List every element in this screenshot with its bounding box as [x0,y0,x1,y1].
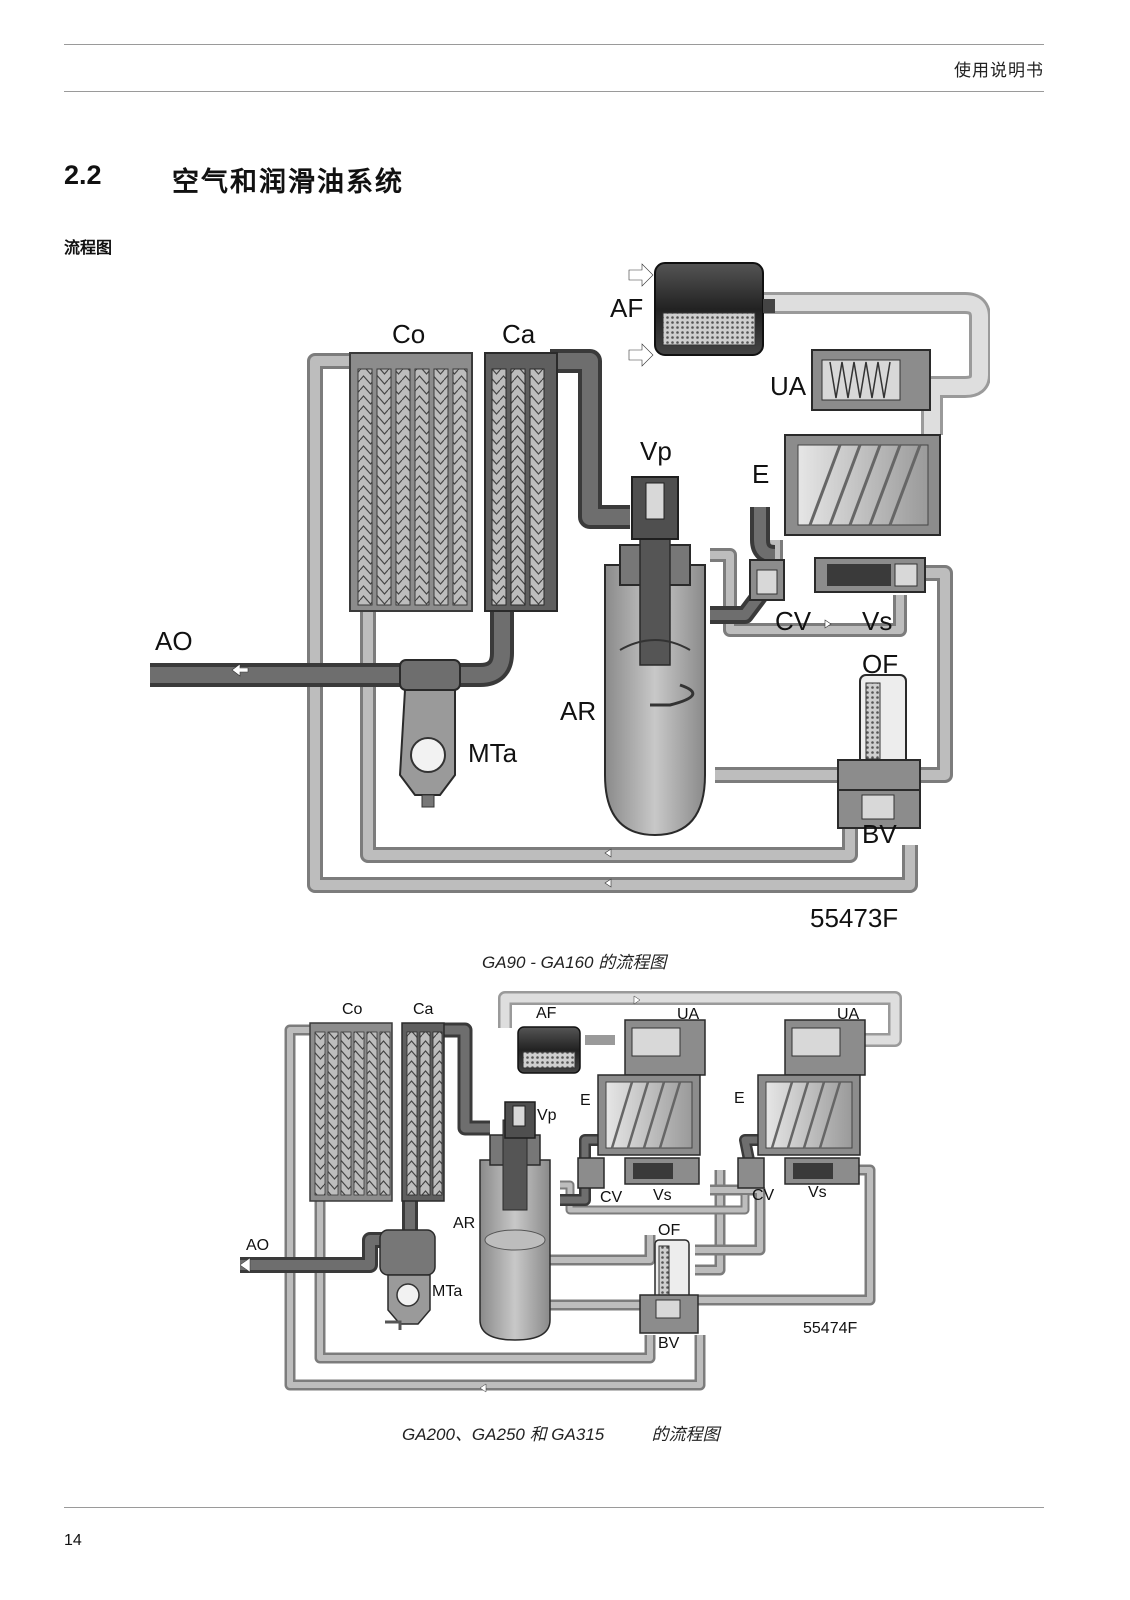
flow-diagram-ga90-ga160: AF Co Ca UA Vp E AO CV Vs OF AR MTa BV 5… [150,262,990,933]
min-pressure-valve-vp [631,476,679,540]
min-pressure-valve-vp-2 [504,1101,536,1139]
label-cv: CV [775,606,812,636]
label-vp: Vp [640,436,672,466]
label2-cv2: CV [752,1187,775,1204]
figure2-caption: GA200、GA250 和 GA315 的流程图 [402,1425,720,1444]
label2-af: AF [536,1005,557,1022]
compression-element-e [784,434,941,536]
moisture-trap-mta-2 [379,1229,436,1330]
air-cooler-ca-2 [401,1022,445,1202]
section-number: 2.2 [64,160,102,190]
moisture-trap-mta [398,659,461,808]
footer-rule [64,1507,1044,1508]
label2-vp: Vp [537,1107,557,1124]
figure1-code: 55473F [810,903,898,933]
label-e: E [752,459,769,489]
compressor-stage-1 [577,1019,706,1189]
label2-ca: Ca [413,1001,434,1018]
label-vs: Vs [862,606,892,636]
compressor-stage-2 [737,1019,866,1189]
label-ua: UA [770,371,807,401]
label-mta: MTa [468,738,518,768]
label2-of: OF [658,1222,680,1239]
label2-e1: E [580,1092,591,1109]
bypass-valve-bv [837,789,921,829]
figure1-labels: AF Co Ca UA Vp E AO CV Vs OF AR MTa BV 5… [155,293,898,933]
page-number: 14 [64,1532,82,1549]
label-of: OF [862,649,898,679]
label2-ua1: UA [677,1006,700,1023]
header-top-rule [64,44,1044,45]
flow-diagram-ga200-ga315: Co Ca AF UA UA Vp E E AO AR CV Vs CV Vs … [240,991,902,1393]
label2-vs1: Vs [653,1187,672,1204]
figure1-caption: GA90 - GA160 的流程图 [482,953,667,972]
label2-vs2: Vs [808,1184,827,1201]
label2-mta: MTa [432,1283,462,1300]
oil-filter-of [837,674,921,791]
air-pipes [150,349,776,687]
bypass-valve-bv-2 [639,1294,699,1334]
label2-ao: AO [246,1237,269,1254]
section-title: 空气和润滑油系统 [172,167,404,197]
figure2-code: 55474F [803,1320,857,1337]
air-filter-af-2 [517,1026,581,1074]
figure2-labels: Co Ca AF UA UA Vp E E AO AR CV Vs CV Vs … [246,1001,860,1352]
label-ao: AO [155,626,193,656]
label2-cv1: CV [600,1189,623,1206]
label2-ar: AR [453,1215,475,1232]
flow-arrows [231,263,832,888]
header-title: 使用说明书 [954,61,1044,80]
oil-filter-of-2 [654,1239,690,1301]
oil-cooler-co [349,352,473,612]
label-ar: AR [560,696,596,726]
label2-ua2: UA [837,1006,860,1023]
air-cooler-ca [484,352,558,612]
stop-valve-vs [814,557,926,593]
check-valve-cv [749,559,785,601]
air-receiver-ar-2 [479,1119,551,1341]
label-co: Co [392,319,425,349]
label2-co: Co [342,1001,363,1018]
label-bv: BV [862,819,897,849]
label-ca: Ca [502,319,536,349]
air-filter-af [654,262,775,356]
header-bottom-rule [64,91,1044,92]
label-af: AF [610,293,643,323]
label2-bv: BV [658,1335,680,1352]
unloader-ua [811,349,931,411]
air-receiver-ar [604,524,706,837]
subheading: 流程图 [64,240,113,257]
oil-cooler-co-2 [309,1022,393,1202]
label2-e2: E [734,1090,745,1107]
